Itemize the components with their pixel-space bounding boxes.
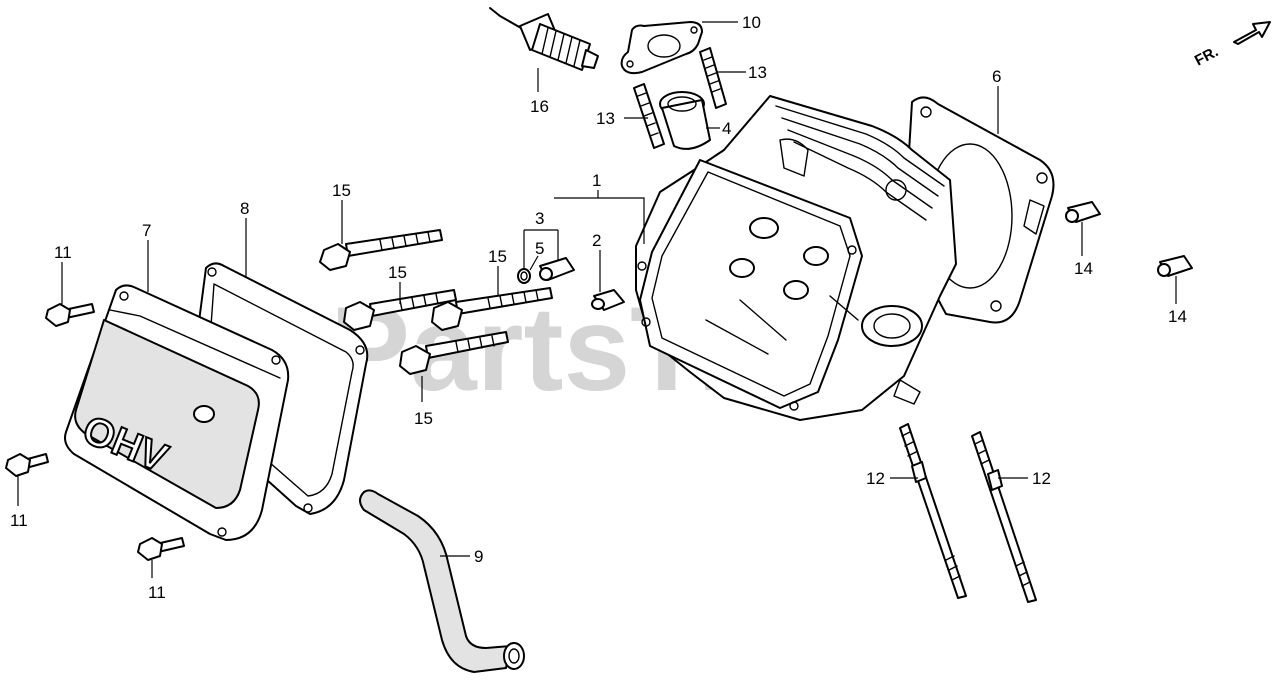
intake-pipe xyxy=(659,91,711,150)
bolt-11a xyxy=(45,303,95,327)
callout-5: 5 xyxy=(535,239,544,258)
flange-bolt-15b xyxy=(343,289,457,331)
callout-15b: 15 xyxy=(388,263,407,282)
leader-5 xyxy=(529,255,539,271)
callout-15a: 15 xyxy=(332,181,351,200)
callout-10: 10 xyxy=(742,13,761,32)
callout-15d: 15 xyxy=(414,409,433,428)
callout-1: 1 xyxy=(592,171,601,190)
callout-14a: 14 xyxy=(1074,259,1093,278)
flange-bolt-15c xyxy=(431,287,553,331)
callout-6: 6 xyxy=(992,67,1001,86)
callout-9: 9 xyxy=(474,547,483,566)
stud-bolt-upper xyxy=(699,47,727,109)
callout-14b: 14 xyxy=(1168,307,1187,326)
dowel-pin-3 xyxy=(539,257,575,281)
callout-12b: 12 xyxy=(1032,469,1051,488)
front-direction-indicator: FR. xyxy=(1192,21,1271,70)
callout-4: 4 xyxy=(722,119,731,138)
flange-bolt-15d xyxy=(399,331,509,375)
callout-15c: 15 xyxy=(488,247,507,266)
breather-tube xyxy=(359,489,525,673)
dowel-pin-2 xyxy=(591,289,625,311)
bolt-11b xyxy=(5,453,49,477)
dowel-pin-14b xyxy=(1157,255,1193,277)
front-direction-label: FR. xyxy=(1192,43,1221,69)
stud-bolt-lower xyxy=(633,83,665,149)
bolt-11c xyxy=(137,537,185,561)
stud-bolt-12a xyxy=(899,423,967,599)
leader-1 xyxy=(554,197,645,244)
callout-13a: 13 xyxy=(748,63,767,82)
dowel-pin-14a xyxy=(1065,201,1101,223)
cylinder-head xyxy=(635,95,957,421)
head-cover: OHV xyxy=(64,284,290,541)
callout-8: 8 xyxy=(240,199,249,218)
callout-11b: 11 xyxy=(10,511,28,530)
o-ring-5 xyxy=(517,268,531,284)
stud-bolt-12b xyxy=(971,431,1037,603)
callout-2: 2 xyxy=(592,231,601,250)
callout-11c: 11 xyxy=(148,583,166,602)
callout-11a: 11 xyxy=(54,243,72,262)
callout-12a: 12 xyxy=(866,469,885,488)
leader-3 xyxy=(523,229,559,268)
front-arrow-icon xyxy=(1233,21,1271,45)
callout-3: 3 xyxy=(535,209,544,228)
callout-13b: 13 xyxy=(596,109,615,128)
callout-16: 16 xyxy=(530,97,549,116)
callout-7: 7 xyxy=(142,221,151,240)
flange-bolt-15a xyxy=(319,229,443,271)
insulator-gasket xyxy=(620,21,703,75)
spark-plug xyxy=(489,7,599,71)
